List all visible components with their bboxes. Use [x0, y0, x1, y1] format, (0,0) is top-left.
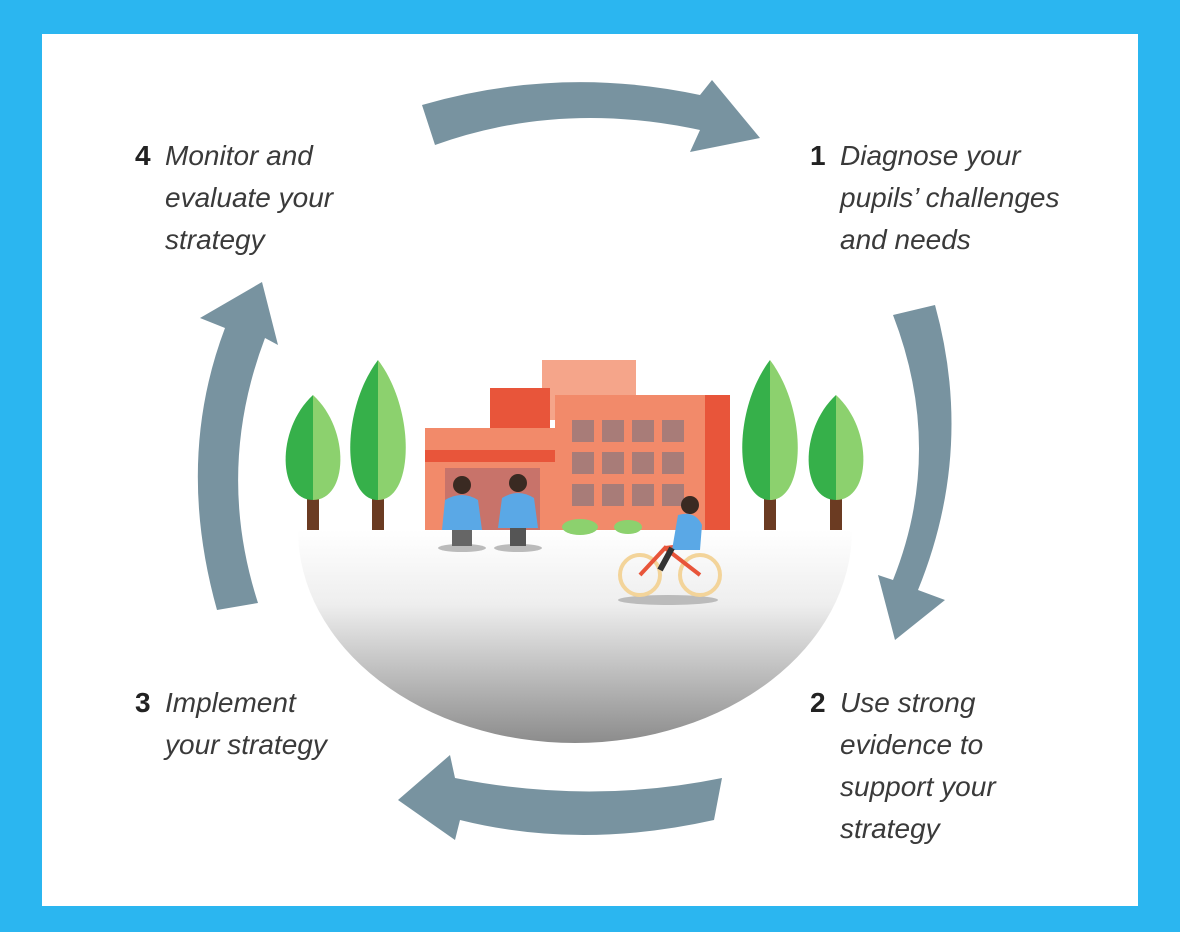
pupils-icon [438, 474, 542, 552]
step-number: 3 [135, 687, 151, 718]
step-text: Diagnose your pupils’ challenges and nee… [840, 140, 1060, 255]
step-text: Monitor and evaluate your strategy [165, 140, 334, 255]
arrow-bottom [398, 755, 722, 840]
ground-hemisphere [298, 530, 852, 743]
tree-icon [742, 360, 798, 530]
step-3: 3 Implement your strategy [135, 682, 327, 766]
step-2: 2 Use strong evidence to support your st… [810, 682, 996, 850]
step-1: 1 Diagnose your pupils’ challenges and n… [810, 135, 1060, 261]
step-text: Use strong evidence to support your stra… [840, 687, 996, 844]
trees [285, 360, 864, 530]
tree-icon [285, 395, 341, 530]
step-number: 1 [810, 140, 826, 171]
step-4: 4 Monitor and evaluate your strategy [135, 135, 333, 261]
tree-icon [808, 395, 864, 530]
arrow-right [878, 305, 952, 640]
arrow-top [422, 80, 760, 152]
step-text: Implement your strategy [165, 687, 327, 760]
tree-icon [350, 360, 406, 530]
school-building-icon [425, 360, 730, 535]
step-number: 4 [135, 140, 151, 171]
step-number: 2 [810, 687, 826, 718]
cyclist-icon [618, 496, 722, 605]
arrow-left [197, 282, 278, 610]
cycle-arrows [197, 80, 952, 840]
